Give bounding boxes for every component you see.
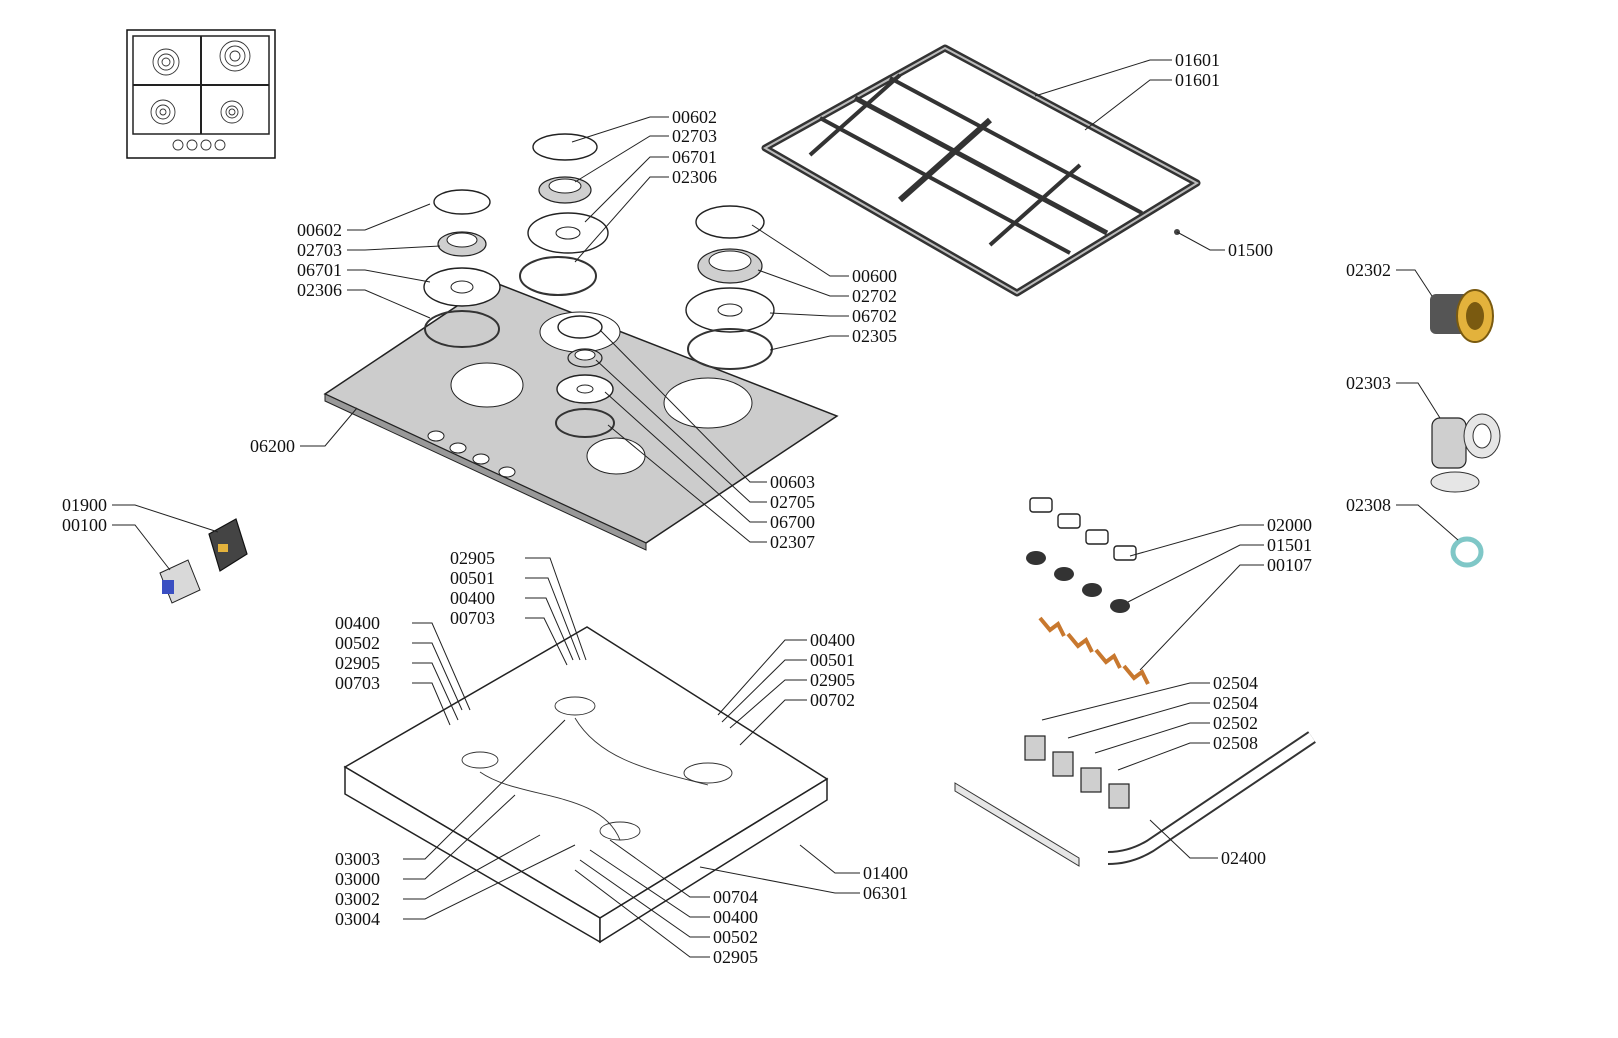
part-label: 00107 <box>1267 555 1312 575</box>
part-label: 00704 <box>713 887 758 907</box>
part-label: 02905 <box>335 653 380 673</box>
part-number-labels: 01601 01601 01500 00602 02703 06701 0230… <box>62 50 1391 967</box>
part-label: 00400 <box>713 907 758 927</box>
part-label: 02502 <box>1213 713 1258 733</box>
gas-taps-and-pipe <box>954 731 1316 867</box>
part-label: 02508 <box>1213 733 1258 753</box>
part-label: 02306 <box>297 280 342 300</box>
part-label: 01601 <box>1175 50 1220 70</box>
part-label: 06700 <box>770 512 815 532</box>
part-label: 02303 <box>1346 373 1391 393</box>
part-label: 06200 <box>250 436 295 456</box>
part-label: 02400 <box>1221 848 1266 868</box>
part-label: 01500 <box>1228 240 1273 260</box>
part-label: 02504 <box>1213 693 1258 713</box>
part-label: 02305 <box>852 326 897 346</box>
part-label: 06701 <box>297 260 342 280</box>
part-label: 02905 <box>810 670 855 690</box>
pan-support-grates <box>761 44 1201 297</box>
leader-lines <box>112 59 1459 958</box>
part-label: 02705 <box>770 492 815 512</box>
part-label: 00502 <box>713 927 758 947</box>
part-label: 00400 <box>450 588 495 608</box>
part-label: 02703 <box>297 240 342 260</box>
part-label: 06701 <box>672 147 717 167</box>
part-label: 01601 <box>1175 70 1220 90</box>
part-label: 00100 <box>62 515 107 535</box>
part-label: 02000 <box>1267 515 1312 535</box>
part-label: 02703 <box>672 126 717 146</box>
part-label: 02702 <box>852 286 897 306</box>
part-label: 00600 <box>852 266 897 286</box>
part-label: 02306 <box>672 167 717 187</box>
part-label: 06702 <box>852 306 897 326</box>
part-label: 00603 <box>770 472 815 492</box>
part-label: 01400 <box>863 863 908 883</box>
part-label: 03004 <box>335 909 380 929</box>
hob-thumbnail <box>126 29 276 159</box>
part-label: 06301 <box>863 883 908 903</box>
part-label: 00502 <box>335 633 380 653</box>
part-label: 02308 <box>1346 495 1391 515</box>
part-label: 00501 <box>810 650 855 670</box>
part-label: 00703 <box>335 673 380 693</box>
part-label: 02302 <box>1346 260 1391 280</box>
burner-parts <box>423 133 775 438</box>
part-label: 00501 <box>450 568 495 588</box>
part-label: 03002 <box>335 889 380 909</box>
part-label: 00702 <box>810 690 855 710</box>
part-label: 02307 <box>770 532 815 552</box>
part-label: 01501 <box>1267 535 1312 555</box>
part-label: 03003 <box>335 849 380 869</box>
part-label: 00602 <box>672 107 717 127</box>
control-knobs <box>1026 497 1150 685</box>
part-label: 00400 <box>335 613 380 633</box>
gas-fittings <box>1430 289 1501 568</box>
electrical-block <box>159 518 248 604</box>
part-label: 00703 <box>450 608 495 628</box>
part-label: 00400 <box>810 630 855 650</box>
part-label: 02504 <box>1213 673 1258 693</box>
part-label: 03000 <box>335 869 380 889</box>
part-label: 00602 <box>297 220 342 240</box>
part-label: 02905 <box>713 947 758 967</box>
part-label: 01900 <box>62 495 107 515</box>
part-label: 02905 <box>450 548 495 568</box>
